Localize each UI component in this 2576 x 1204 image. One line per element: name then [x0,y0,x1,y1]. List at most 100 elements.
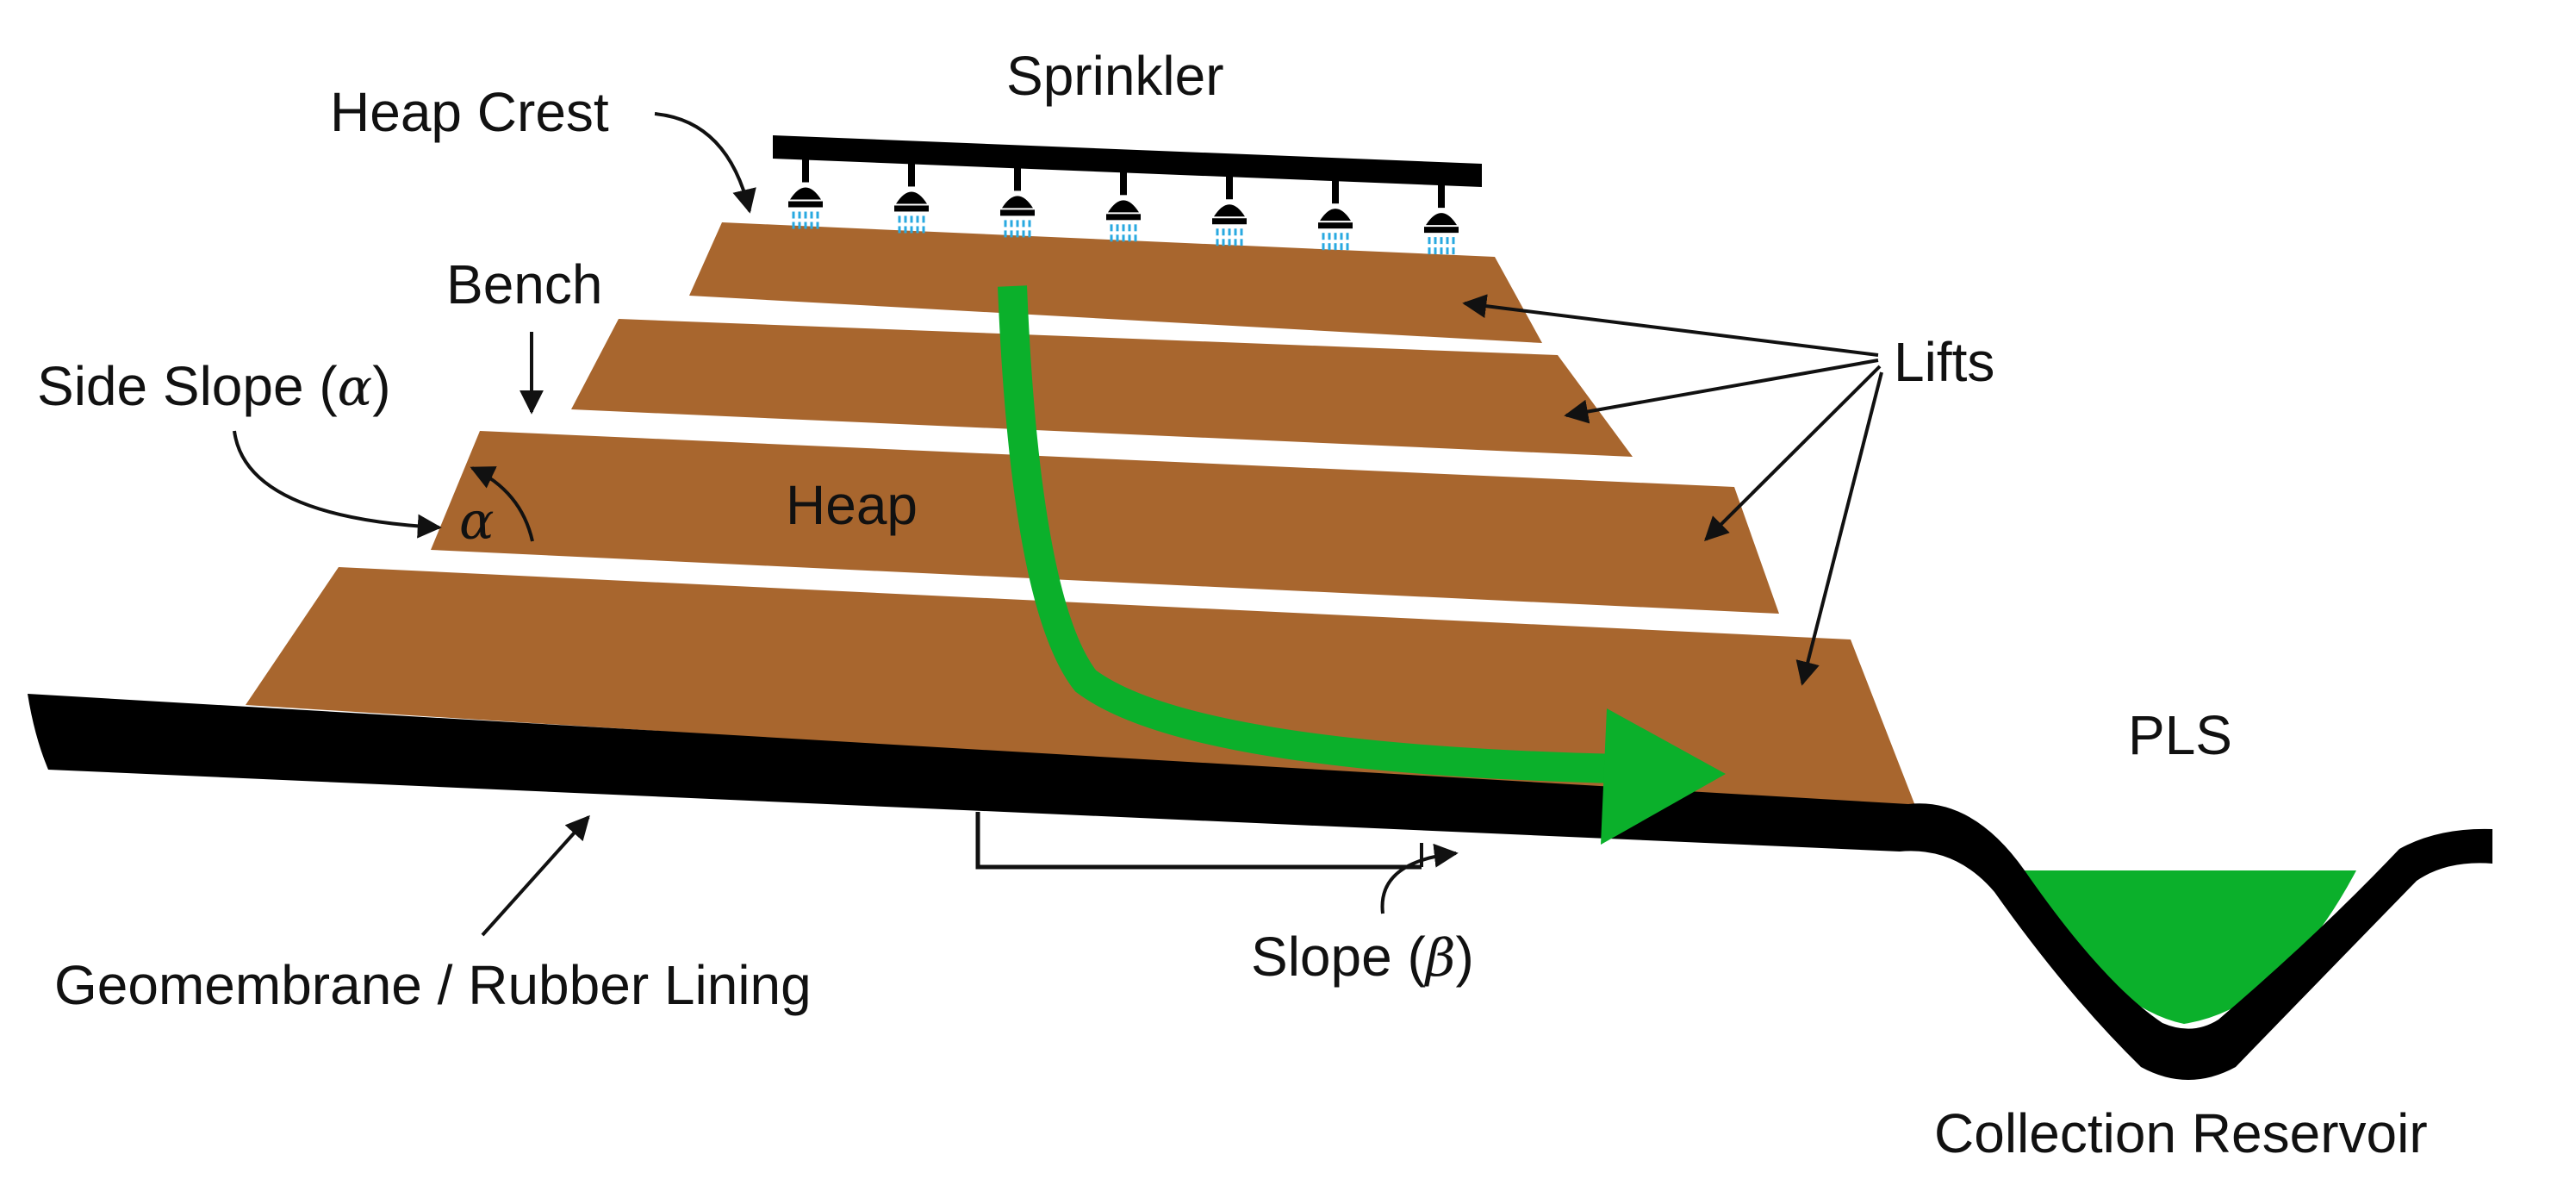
reservoir-liquid [2007,870,2356,1024]
spray-droplet [1016,220,1019,228]
spray-droplet [1446,237,1449,245]
spray-droplet [804,221,807,229]
spray-droplet [1340,243,1343,251]
slope-indicator [975,812,1423,870]
spray-droplet [1234,239,1237,246]
sprinkler-head [1000,166,1035,238]
spray-droplet [1334,233,1337,240]
side-slope-arrow [233,430,442,539]
spray-droplet [1022,220,1025,228]
spray-droplet [810,221,813,229]
bench-label: Bench [446,253,602,315]
spray-droplet [1440,237,1443,245]
spray-droplet [1346,243,1349,251]
spray-droplet [1346,233,1349,240]
side-slope-label: Side Slope (α) [37,355,391,418]
spray-droplet [1322,243,1325,251]
side-slope-arc [470,466,534,542]
slope-label: Slope (β) [1251,926,1474,989]
sprinkler-label: Sprinkler [1006,45,1224,107]
alpha-angle-label: α [459,491,495,552]
geomembrane-liner [28,694,2492,1080]
spray-droplet [922,215,925,223]
spray-droplet [1004,220,1007,228]
spray-droplet [1452,247,1455,255]
spray-droplet [1322,233,1325,240]
spray-droplet [810,211,813,219]
spray-droplet [1222,239,1225,246]
spray-droplet [1440,247,1443,255]
spray-droplet [1116,224,1119,232]
spray-droplet [1010,220,1013,228]
geomembrane-arrow [481,814,590,937]
spray-droplet [804,211,807,219]
flow-arrow [998,285,1726,845]
spray-droplet [816,221,819,229]
sprinkler-head [788,158,823,229]
heap-crest-label: Heap Crest [330,81,609,143]
spray-droplet [1110,224,1113,232]
geomembrane-label: Geomembrane / Rubber Lining [54,954,812,1016]
spray-droplet [1452,237,1455,245]
lifts-arrows [1462,294,1883,686]
spray-droplet [1216,239,1219,246]
spray-droplet [1228,228,1231,236]
spray-droplet [1340,233,1343,240]
spray-droplet [916,226,919,234]
lift-3 [431,431,1779,614]
spray-droplet [1134,234,1137,242]
collection-reservoir-label: Collection Reservoir [1934,1102,2428,1164]
spray-droplet [1128,224,1131,232]
spray-droplet [1022,230,1025,238]
spray-droplet [1234,228,1237,236]
spray-droplet [792,211,795,219]
lift-2 [571,319,1633,457]
spray-droplet [1428,247,1431,255]
spray-droplet [1134,224,1137,232]
spray-droplet [1122,234,1125,242]
spray-droplet [1222,228,1225,236]
slope-arrow [1380,843,1459,914]
spray-droplet [798,221,801,229]
spray-droplet [1434,247,1437,255]
spray-droplet [1428,237,1431,245]
spray-droplet [1240,228,1243,236]
spray-droplet [1010,230,1013,238]
spray-droplet [904,215,907,223]
spray-droplet [1216,228,1219,236]
lift-1-top [689,222,1542,343]
spray-droplet [910,215,913,223]
spray-droplet [1228,239,1231,246]
spray-droplet [1028,230,1031,238]
sprinkler-head [1106,171,1141,242]
spray-droplet [1110,234,1113,242]
spray-droplet [898,226,901,234]
sprinkler-bar [773,135,1482,187]
spray-droplet [798,211,801,219]
spray-droplet [1240,239,1243,246]
spray-droplet [1328,243,1331,251]
spray-droplet [898,215,901,223]
sprinkler [773,135,1482,255]
spray-droplet [1446,247,1449,255]
spray-droplet [1016,230,1019,238]
spray-droplet [1328,233,1331,240]
lifts-label: Lifts [1894,331,1994,393]
spray-droplet [1028,220,1031,228]
spray-droplet [1128,234,1131,242]
spray-droplet [910,226,913,234]
sprinkler-head [1212,175,1247,246]
spray-droplet [916,215,919,223]
heap-label: Heap [786,474,918,536]
spray-droplet [1334,243,1337,251]
sprinkler-head [1424,184,1459,255]
spray-droplet [1434,237,1437,245]
spray-droplet [904,226,907,234]
spray-droplet [922,226,925,234]
spray-droplet [816,211,819,219]
spray-droplet [792,221,795,229]
pls-label: PLS [2128,704,2232,766]
spray-droplet [1004,230,1007,238]
heap-crest-arrow [654,112,756,214]
sprinkler-head [894,162,929,234]
